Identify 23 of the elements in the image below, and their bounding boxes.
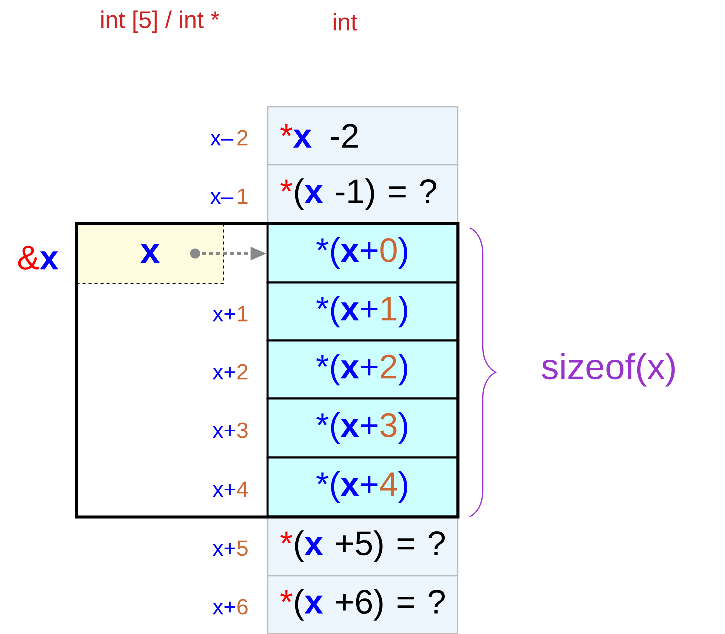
memory-cell: *(x -1) = ? <box>267 164 459 225</box>
offset-label: x+2 <box>212 364 248 380</box>
memory-cell: *(x+2) <box>266 340 459 400</box>
memory-cell: *(x+4) <box>266 456 459 518</box>
memory-cell: *(x +5) = ? <box>267 516 459 577</box>
memory-cell: *(x+3) <box>266 398 459 459</box>
offset-label: x– 1 <box>210 188 248 204</box>
size-label: sizeof(x) <box>542 353 675 387</box>
pointer-box: x <box>76 223 224 284</box>
address-label: &x <box>18 246 59 270</box>
offset-label: x+5 <box>212 540 248 556</box>
offset-label: x– 2 <box>210 130 248 146</box>
offset-label: x+1 <box>212 306 248 322</box>
offset-label: x+4 <box>212 482 248 498</box>
array-frame <box>75 222 460 519</box>
memory-cell: *(x +6) = ? <box>267 575 459 634</box>
offset-label: x+6 <box>212 599 248 615</box>
type-label: int [5] / int * <box>102 10 220 34</box>
offset-label: x+3 <box>212 422 248 438</box>
memory-cell: *(x+1) <box>266 282 459 342</box>
type-label: int <box>334 13 358 31</box>
memory-cell: *x -2 <box>267 106 459 166</box>
memory-cell: *(x+0) <box>266 222 459 284</box>
